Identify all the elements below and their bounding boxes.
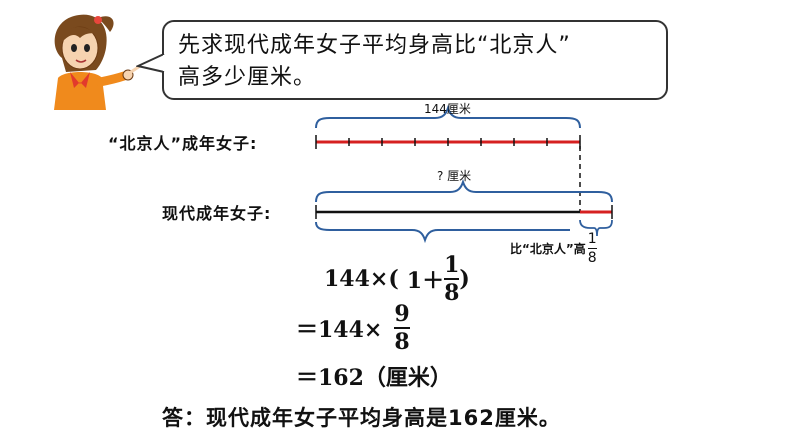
speech-bubble: 先求现代成年女子平均身高比“北京人” 高多少厘米。: [162, 20, 668, 100]
extra-prefix: 比“北京人”高: [510, 242, 586, 256]
answer-sentence: 答：现代成年女子平均身高是162厘米。: [162, 406, 561, 430]
speech-bubble-tail: [136, 53, 166, 73]
line2-numerator: 9: [394, 301, 410, 327]
line1-part-c: ): [459, 266, 470, 292]
line1-numerator: 1: [444, 252, 460, 278]
girl-illustration: [54, 14, 142, 110]
line2-denominator: 8: [394, 329, 410, 355]
row2-label: 现代成年女子:: [162, 204, 272, 223]
bubble-line-1: 先求现代成年女子平均身高比“北京人”: [178, 33, 571, 58]
bubble-line-2: 高多少厘米。: [178, 65, 317, 90]
line2-part-a: ＝144×: [296, 317, 383, 343]
extra-brace: [579, 219, 613, 237]
extra-fraction-denominator: 8: [587, 250, 597, 266]
row2-bottom-brace: [315, 221, 570, 244]
line2-fraction: 9 8: [394, 301, 410, 355]
line1-part-a: 144×(: [324, 266, 399, 292]
line-segment-diagram: [315, 104, 613, 244]
solution-line-1: 144×( 1＋ 1 8 ): [324, 254, 470, 304]
solution-line-2: ＝144× 9 8: [296, 303, 410, 353]
row1-ticks: [315, 135, 581, 149]
line1-fraction: 1 8: [444, 252, 460, 306]
row2-total-label: ? 厘米: [437, 169, 472, 183]
row1-total-label: 144厘米: [424, 102, 471, 116]
solution-line-3: ＝162（厘米）: [296, 365, 452, 391]
extra-fraction-numerator: 1: [587, 231, 597, 247]
extra-label: 比“北京人”高 1 8: [510, 232, 597, 265]
speech-bubble-text: 先求现代成年女子平均身高比“北京人” 高多少厘米。: [178, 30, 658, 94]
row1-brace: [315, 104, 581, 129]
row2-top-brace: [315, 178, 613, 203]
row1-label: “北京人”成年女子:: [108, 134, 258, 153]
line1-denominator: 8: [444, 280, 460, 306]
line1-part-b: 1＋: [406, 268, 445, 294]
extra-fraction: 1 8: [587, 231, 597, 266]
